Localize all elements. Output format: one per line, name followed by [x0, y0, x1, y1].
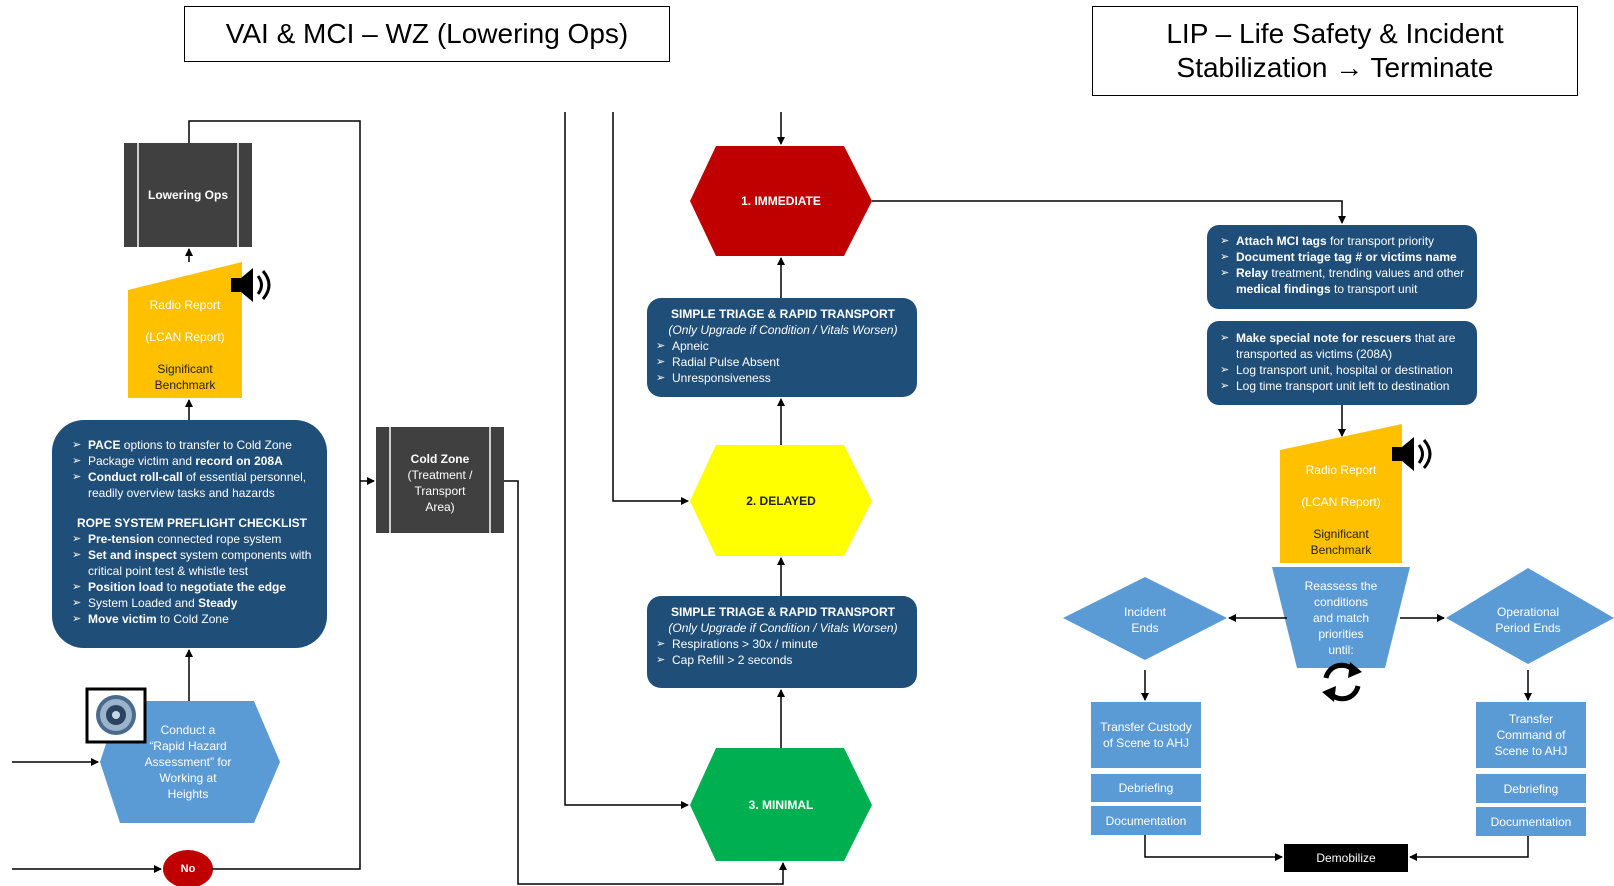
right-title-line2: Stabilization → Terminate [1176, 52, 1494, 83]
connector-no-to-lowering [188, 120, 361, 870]
radio-report-right-node [1280, 424, 1402, 563]
transport-item: Attach MCI tags for transport priority [1220, 233, 1470, 249]
radio-report-left-text: Radio Report (LCAN Report) Significant B… [128, 297, 242, 393]
immediate-label: 1. IMMEDIATE [741, 194, 821, 208]
speaker-icon [1392, 437, 1432, 471]
radio-report-left-node [128, 262, 242, 398]
transport-item: Document triage tag # or victims name [1220, 249, 1470, 265]
cold-zone-node [376, 427, 504, 533]
minimal-hexagon [690, 748, 872, 861]
benchmark-line: Benchmark [154, 378, 216, 392]
checklist-heading: ROPE SYSTEM PREFLIGHT CHECKLIST [76, 516, 307, 530]
debriefing-box-right: Debriefing [1476, 774, 1586, 803]
reassess-text: Reassess the conditions and match priori… [1304, 579, 1378, 657]
connector-left-to-minimal [564, 112, 689, 809]
connector-immediate-to-transport [872, 200, 1346, 224]
delayed-label: 2. DELAYED [746, 494, 816, 508]
triage-box-bottom-text: SIMPLE TRIAGE & RAPID TRANSPORT (Only Up… [656, 604, 910, 668]
right-title-line1: LIP – Life Safety & Incident [1166, 18, 1504, 49]
documentation-box-right: Documentation [1476, 807, 1586, 836]
triage-criterion: Apneic [656, 338, 910, 354]
seal-icon [85, 687, 147, 744]
connector-cold-zone-to-minimal [504, 480, 787, 885]
triage-criterion: Respirations > 30x / minute [656, 636, 910, 652]
left-title-box: VAI & MCI – WZ (Lowering Ops) [184, 6, 670, 62]
left-title: VAI & MCI – WZ (Lowering Ops) [225, 18, 629, 49]
right-title-box: LIP – Life Safety & Incident Stabilizati… [1092, 6, 1578, 96]
hazard-assessment-text: Conduct a “Rapid Hazard Assessment” for … [144, 723, 232, 801]
checklist-item: Set and inspect system components with c… [72, 547, 312, 579]
delayed-hexagon [690, 445, 872, 556]
connector-left-docs-to-demobilize [1144, 835, 1283, 861]
minimal-label: 3. MINIMAL [748, 798, 814, 812]
documentation-box-left: Documentation [1091, 806, 1201, 835]
reassess-trapezoid [1272, 567, 1410, 668]
triage-box-top-text: SIMPLE TRIAGE & RAPID TRANSPORT (Only Up… [656, 306, 910, 386]
checklist-item: Move victim to Cold Zone [72, 611, 312, 627]
preflight-checklist-text: PACE options to transfer to Cold Zone Pa… [72, 437, 312, 627]
triage-criterion: Cap Refill > 2 seconds [656, 652, 910, 668]
notes-item: Log time transport unit left to destinat… [1220, 378, 1474, 394]
connector-right-docs-to-demobilize [1409, 836, 1529, 861]
connector-left-to-delayed [612, 112, 689, 505]
speaker-icon [231, 268, 271, 302]
lowering-ops-node [124, 143, 252, 247]
operational-ends-text: Operational Period Ends [1495, 605, 1561, 635]
transfer-custody-box: Transfer Custody of Scene to AHJ [1091, 702, 1201, 768]
cold-zone-text: Cold Zone (Treatment / Transport Area) [407, 452, 473, 514]
operational-ends-diamond [1446, 568, 1614, 664]
radio-report-right-text: Radio Report (LCAN Report) Significant B… [1301, 463, 1381, 557]
incident-ends-text: Incident Ends [1123, 605, 1167, 635]
notes-item: Log transport unit, hospital or destinat… [1220, 362, 1474, 378]
debriefing-box-left: Debriefing [1091, 774, 1201, 802]
rescuer-notes-text: Make special note for rescuers that are … [1220, 330, 1474, 394]
radio-report-line: Radio Report [149, 298, 221, 312]
transport-item: Relay treatment, trending values and oth… [1220, 265, 1470, 297]
triage-criterion: Unresponsiveness [656, 370, 910, 386]
checklist-item: Pre-tension connected rope system [72, 531, 312, 547]
notes-item: Make special note for rescuers that are … [1220, 330, 1474, 362]
no-decision-node [163, 850, 213, 886]
lowering-ops-label: Lowering Ops [147, 188, 228, 202]
lcan-report-line: (LCAN Report) [145, 330, 225, 344]
incident-ends-diamond [1063, 577, 1227, 660]
transport-priority-text: Attach MCI tags for transport priority D… [1220, 233, 1470, 297]
triage-criterion: Radial Pulse Absent [656, 354, 910, 370]
transfer-command-box: Transfer Command of Scene to AHJ [1476, 702, 1586, 768]
immediate-hexagon [690, 146, 872, 256]
checklist-item: Conduct roll-call of essential personnel… [72, 469, 312, 501]
no-label: No [180, 863, 196, 875]
demobilize-box: Demobilize [1284, 844, 1408, 872]
checklist-item: Package victim and record on 208A [72, 453, 312, 469]
checklist-item: Position load to negotiate the edge [72, 579, 312, 595]
benchmark-line: Significant [157, 362, 213, 376]
checklist-item: System Loaded and Steady [72, 595, 312, 611]
refresh-cycle-icon [1322, 662, 1362, 702]
checklist-item: PACE options to transfer to Cold Zone [72, 437, 312, 453]
